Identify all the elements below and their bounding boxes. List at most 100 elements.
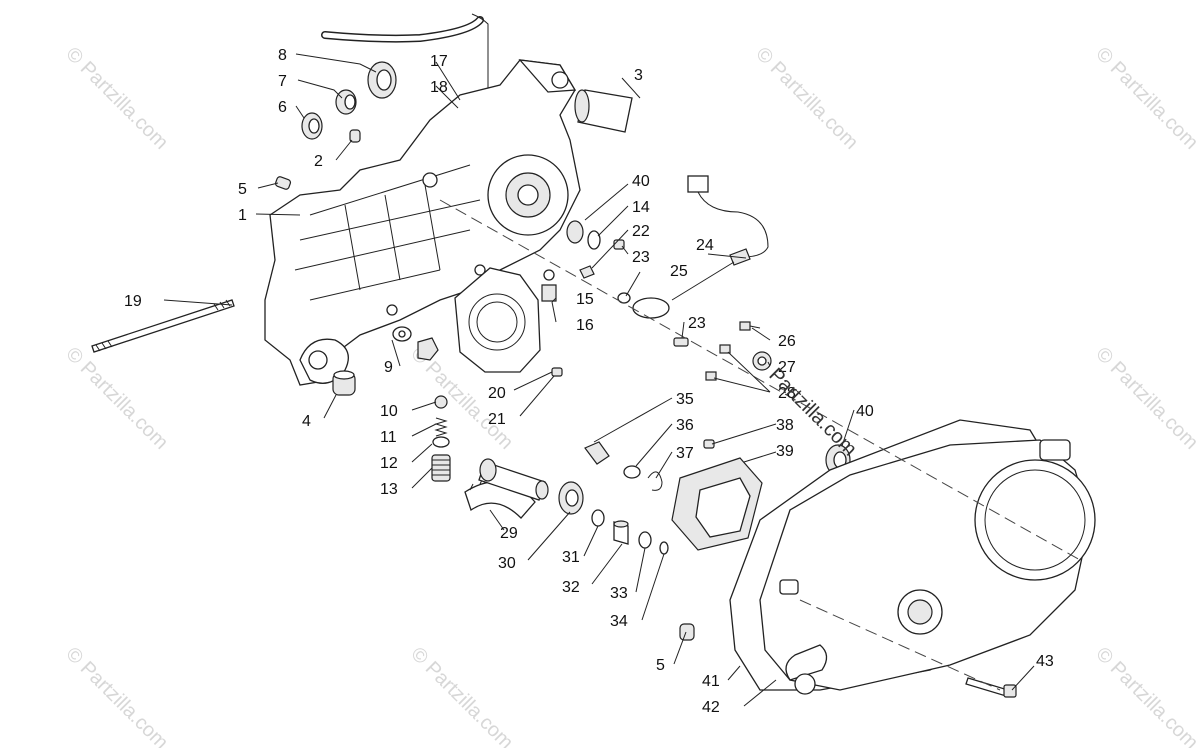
callout-22: 22 [632, 223, 650, 240]
callout-17: 17 [430, 53, 448, 70]
callout-1: 1 [238, 207, 247, 224]
watermark-top-right: © Partzilla.com [1091, 43, 1200, 154]
callout-28: 28 [778, 385, 796, 402]
callout-2: 2 [314, 153, 323, 170]
plug-13 [431, 454, 451, 482]
callout-11: 11 [380, 429, 397, 446]
callout-12: 12 [380, 455, 398, 472]
callout-19: 19 [124, 293, 142, 310]
callout-40-lower: 40 [856, 403, 874, 420]
clip-34 [659, 541, 669, 555]
washer-12 [432, 436, 450, 448]
drain-plug-9 [392, 326, 439, 361]
dowel-4 [332, 370, 356, 396]
spring-11 [434, 417, 448, 437]
pin-2 [349, 129, 361, 143]
washer-33 [638, 531, 652, 549]
callout-labels: 1 2 3 4 5 5 6 7 8 9 10 11 12 13 14 15 16… [124, 47, 1054, 716]
watermark-mid-right: © Partzilla.com [1091, 343, 1200, 454]
oring-25 [617, 292, 631, 304]
bushing-32 [613, 520, 629, 545]
callout-32: 32 [562, 579, 580, 596]
callout-7: 7 [278, 73, 287, 90]
cvt-cover [759, 439, 1096, 695]
bolt-centerline [799, 599, 1001, 691]
bolt-43 [965, 677, 1009, 697]
callout-14: 14 [632, 199, 650, 216]
sensor-24 [632, 175, 769, 319]
watermark-layer: © Partzilla.com © Partzilla.com © Partzi… [61, 43, 1200, 748]
washer-27 [752, 351, 772, 371]
callout-34: 34 [610, 613, 628, 630]
callout-5-lower: 5 [656, 657, 665, 674]
plate-39 [671, 457, 763, 551]
callout-37: 37 [676, 445, 694, 462]
callout-21: 21 [488, 411, 506, 428]
ball-10 [434, 395, 448, 409]
clip-37 [647, 471, 663, 491]
callout-10: 10 [380, 403, 398, 420]
fitting-15-16 [541, 269, 557, 302]
shaft-centerline [439, 199, 1081, 561]
washer-31 [591, 509, 605, 527]
callout-6: 6 [278, 99, 287, 116]
stud-19 [91, 299, 235, 353]
callout-38: 38 [776, 417, 794, 434]
callout-40-upper: 40 [632, 173, 650, 190]
bolt-38 [703, 439, 715, 449]
callout-25: 25 [670, 263, 688, 280]
callout-26: 26 [778, 333, 796, 350]
dowel-5-lower [679, 623, 695, 641]
callout-15: 15 [576, 291, 594, 308]
bolt-26 [739, 321, 761, 331]
bolt-21 [551, 367, 563, 377]
watermark-bottom-left: © Partzilla.com [61, 643, 172, 748]
callout-9: 9 [384, 359, 393, 376]
callout-20: 20 [488, 385, 506, 402]
callout-35: 35 [676, 391, 694, 408]
callout-13: 13 [380, 481, 398, 498]
screw-35 [584, 441, 610, 465]
callout-30: 30 [498, 555, 516, 572]
seal-40-upper [566, 220, 584, 244]
gasket-20 [454, 267, 541, 373]
washer-36 [623, 465, 641, 479]
callout-23-lower: 23 [688, 315, 706, 332]
callout-41: 41 [702, 673, 720, 690]
callout-4: 4 [302, 413, 311, 430]
kick-shaft [478, 458, 549, 501]
watermark-bottom-right: © Partzilla.com [1091, 643, 1200, 748]
callout-16: 16 [576, 317, 594, 334]
watermark-top-center: © Partzilla.com [751, 43, 862, 154]
callout-33: 33 [610, 585, 628, 602]
spring-30 [558, 481, 584, 515]
callout-36: 36 [676, 417, 694, 434]
stud-19-threads [95, 299, 231, 352]
callout-8: 8 [278, 47, 287, 64]
watermark-bottom-center: © Partzilla.com [406, 643, 517, 748]
seal-6 [301, 112, 323, 140]
hose-inner [322, 17, 483, 42]
watermark-top-left: © Partzilla.com [61, 43, 172, 154]
callout-42: 42 [702, 699, 720, 716]
watermark-mid-left: © Partzilla.com [61, 343, 172, 454]
leader-lines [163, 53, 1035, 707]
bushing-7 [335, 89, 357, 115]
callout-39: 39 [776, 443, 794, 460]
hose-clamp [471, 13, 489, 104]
bolt-23-upper [613, 239, 625, 250]
dowel-5-upper [274, 176, 292, 190]
sleeve-3 [574, 89, 633, 133]
bolt-23-lower [673, 337, 689, 347]
callout-5-upper: 5 [238, 181, 247, 198]
callout-31: 31 [562, 549, 580, 566]
callout-24: 24 [696, 237, 714, 254]
callout-23-upper: 23 [632, 249, 650, 266]
callout-43: 43 [1036, 653, 1054, 670]
bolt-43-head [1003, 684, 1017, 698]
callout-18: 18 [430, 79, 448, 96]
callout-3: 3 [634, 67, 643, 84]
bearing-8 [367, 61, 397, 99]
callout-27: 27 [778, 359, 796, 376]
